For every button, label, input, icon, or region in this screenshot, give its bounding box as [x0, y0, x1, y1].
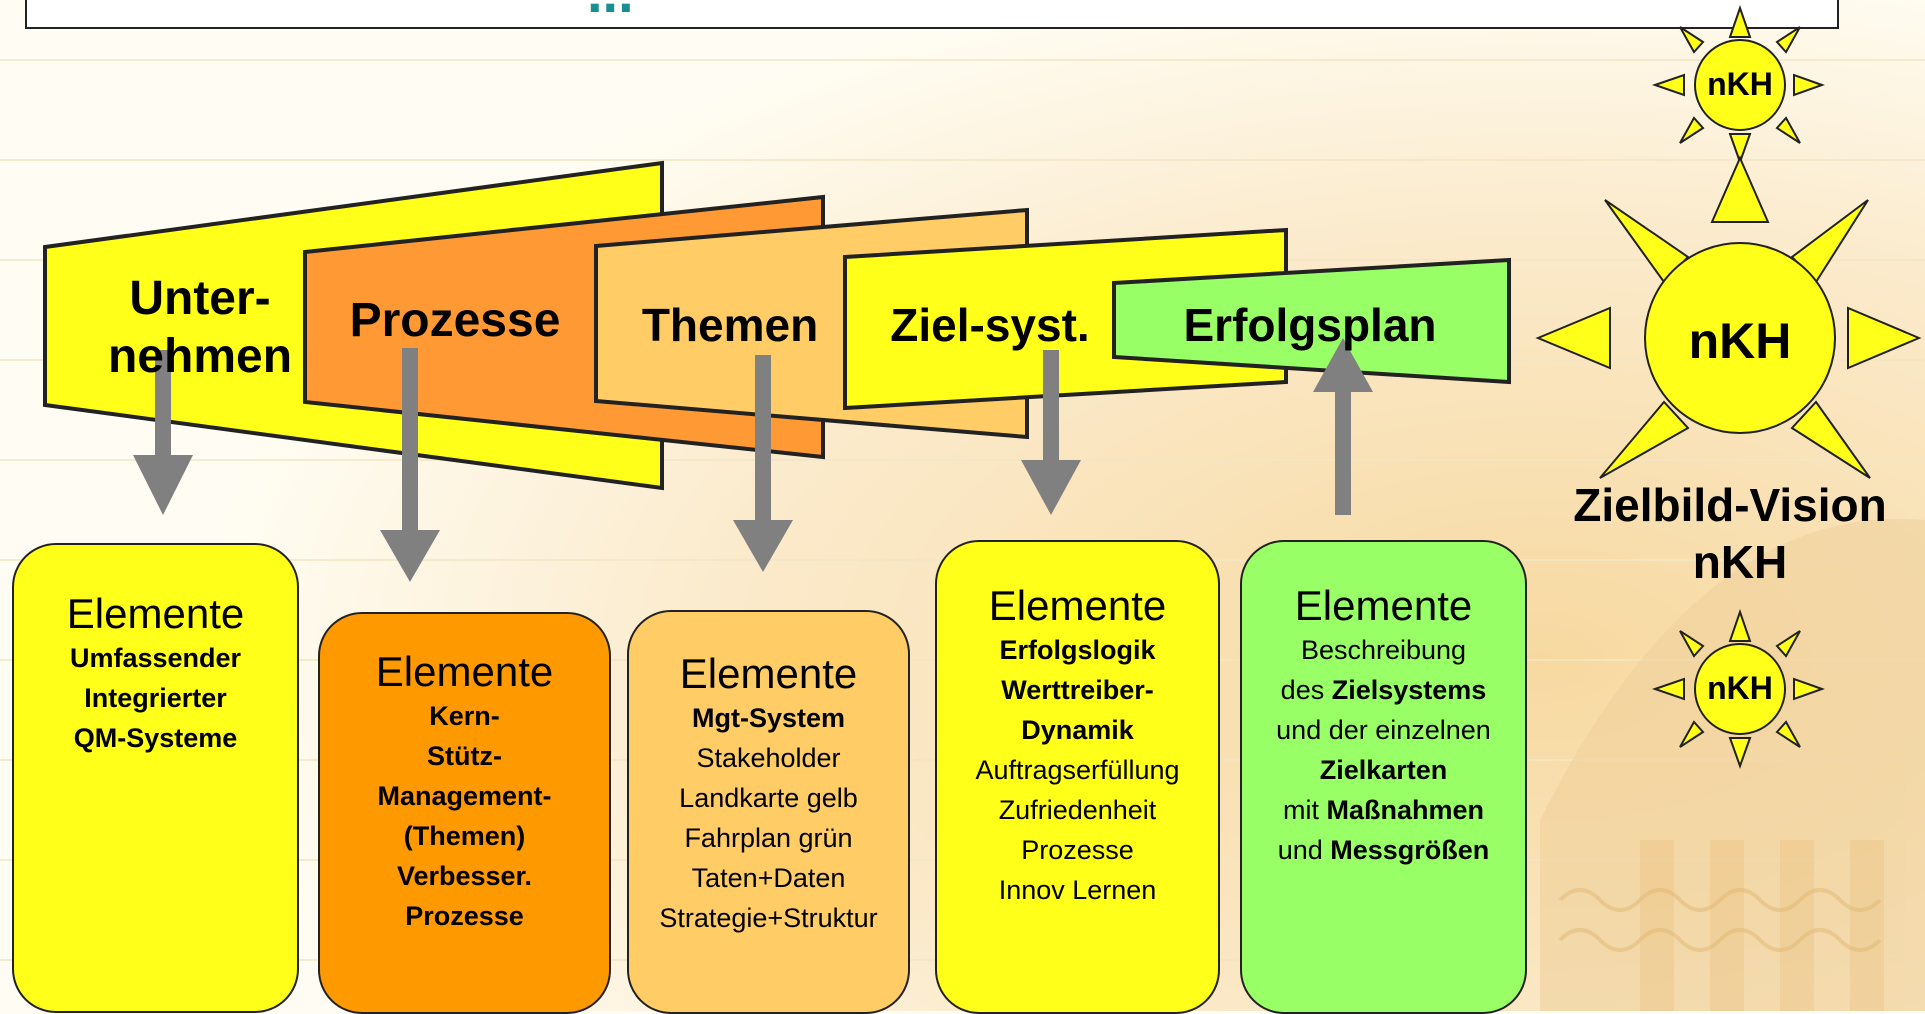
box-line: Beschreibung: [1300, 635, 1467, 665]
box-line: QM-Systeme: [73, 723, 238, 753]
box-line: Umfassender: [69, 643, 242, 673]
box-line: Prozesse: [1021, 835, 1134, 865]
box-heading: Elemente: [679, 650, 858, 697]
box-line: mit Maßnahmen: [1282, 795, 1485, 825]
sun-small-bottom: [1651, 608, 1825, 769]
box-line: Zufriedenheit: [998, 795, 1157, 825]
stage-shape-zielsyst: [843, 227, 1288, 411]
box-line: Mgt-System: [691, 703, 846, 733]
box-line: Taten+Daten: [691, 863, 846, 893]
title-bar: ...: [25, 0, 1839, 29]
box-heading: Elemente: [1294, 582, 1473, 629]
page-title: ...: [587, 0, 634, 25]
stage-label-zielsyst: Ziel-syst.: [890, 299, 1090, 351]
arrow-down-unternehmen: [133, 350, 193, 515]
box-line: Zielkarten: [1319, 755, 1448, 785]
box-line: Prozesse: [405, 901, 524, 931]
stage-label-erfolgsplan: Erfolgsplan: [1183, 299, 1437, 351]
box-line: Stütz-: [427, 741, 502, 771]
sun-large: [1535, 155, 1922, 479]
arrow-down-prozesse: [380, 348, 440, 582]
box-line: und der einzelnen: [1276, 715, 1491, 745]
box-line: Strategie+Struktur: [659, 903, 878, 933]
box-line: Kern-: [429, 701, 500, 731]
flow-arrows: [133, 338, 1373, 582]
box-line: Integrierter: [84, 683, 227, 713]
arrow-up-erfolgsplan: [1313, 338, 1373, 515]
box-line: Werttreiber-: [1001, 675, 1154, 705]
sun-small-bottom-label: nKH: [1707, 670, 1773, 706]
vision-caption-line2: nKH: [1692, 536, 1788, 588]
sun-small-top: [1651, 4, 1825, 165]
vision-caption-line1: Zielbild-Vision: [1573, 479, 1887, 531]
box-line: Erfolgslogik: [999, 635, 1156, 665]
box-line: Stakeholder: [696, 743, 841, 773]
box-line: Landkarte gelb: [679, 783, 858, 813]
box-line: Dynamik: [1021, 715, 1134, 745]
stage-label-prozesse: Prozesse: [349, 294, 561, 347]
box-line: des Zielsystems: [1280, 675, 1487, 705]
box-line: und Messgrößen: [1277, 835, 1490, 865]
box-line: (Themen): [403, 821, 526, 851]
box-line: Verbesser.: [396, 861, 533, 891]
arrow-down-themen: [733, 355, 793, 572]
stage-shape-erfolgsplan: [1112, 257, 1511, 385]
sun-small-top-label: nKH: [1707, 66, 1773, 102]
sun-large-label: nKH: [1688, 313, 1792, 369]
box-line: Fahrplan grün: [684, 823, 853, 853]
arrow-down-zielsyst: [1021, 350, 1081, 515]
box-line: Management-: [377, 781, 552, 811]
stage-label-themen: Themen: [641, 299, 819, 351]
box-heading: Elemente: [988, 582, 1167, 629]
box-line: Innov Lernen: [998, 875, 1157, 905]
box-line: Auftragserfüllung: [975, 755, 1180, 785]
stage-label-unternehmen: Unter- nehmen: [107, 272, 293, 383]
box-heading: Elemente: [66, 590, 245, 637]
box-heading: Elemente: [375, 648, 554, 695]
